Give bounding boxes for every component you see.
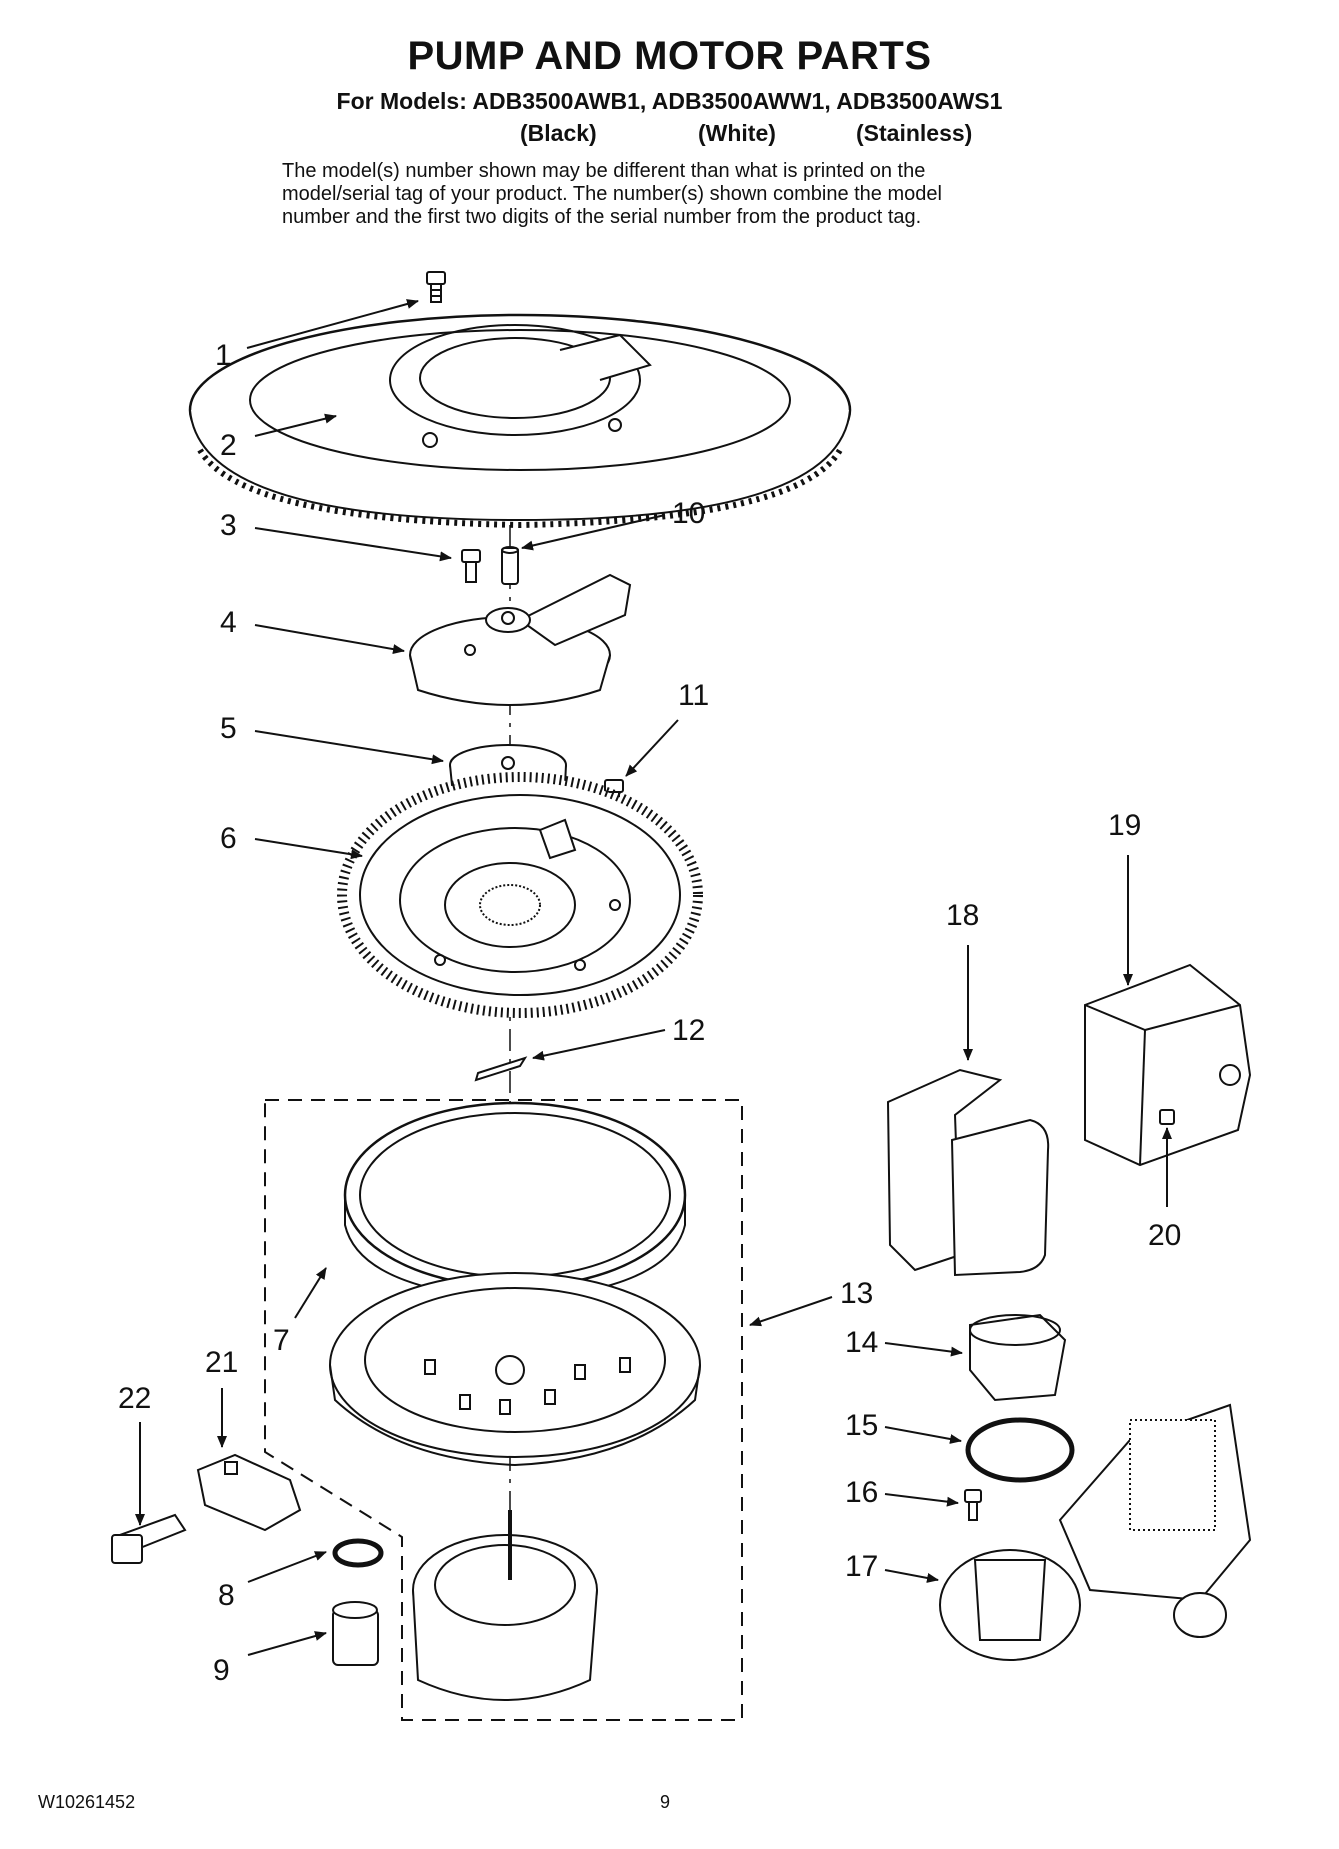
leader-7 xyxy=(294,1267,327,1319)
part-22-switch xyxy=(111,1513,187,1564)
leader-4 xyxy=(254,624,405,655)
part-2-ring xyxy=(188,313,852,529)
leader-16 xyxy=(884,1493,959,1507)
model-note: The model(s) number shown may be differe… xyxy=(282,160,1082,229)
callout-19: 19 xyxy=(1108,809,1141,842)
callout-7: 7 xyxy=(273,1324,290,1357)
motor xyxy=(412,1510,598,1701)
part-15-o-ring xyxy=(965,1417,1075,1483)
callout-4: 4 xyxy=(220,606,237,639)
note-line-3: number and the first two digits of the s… xyxy=(282,206,922,228)
part-3-screw xyxy=(461,549,481,583)
part-18-bracket xyxy=(886,1068,1050,1277)
sump-body xyxy=(329,1272,701,1467)
leader-11 xyxy=(625,719,679,777)
part-4-housing xyxy=(409,573,632,706)
page-number: 9 xyxy=(660,1792,671,1812)
callout-12: 12 xyxy=(672,1014,705,1047)
callout-21: 21 xyxy=(205,1346,238,1379)
callout-11: 11 xyxy=(678,679,709,712)
callout-1: 1 xyxy=(215,339,232,372)
variant-white: (White) xyxy=(698,120,776,146)
leader-14 xyxy=(884,1342,963,1357)
callout-10: 10 xyxy=(672,497,705,530)
leader-13 xyxy=(749,1296,833,1327)
part-1-screw xyxy=(426,271,446,303)
callout-16: 16 xyxy=(845,1476,878,1509)
part-8-o-ring xyxy=(332,1538,384,1568)
callout-22: 22 xyxy=(118,1382,151,1415)
part-7-seal-ring xyxy=(343,1101,687,1302)
part-6-finned-plate xyxy=(337,772,703,1018)
models-line: For Models: ADB3500AWB1, ADB3500AWW1, AD… xyxy=(336,88,1003,114)
callout-18: 18 xyxy=(946,899,979,932)
variant-stainless: (Stainless) xyxy=(856,120,973,146)
leader-15 xyxy=(884,1426,962,1444)
callout-15: 15 xyxy=(845,1409,878,1442)
callout-2: 2 xyxy=(220,429,237,462)
leader-17 xyxy=(884,1569,939,1583)
callout-6: 6 xyxy=(220,822,237,855)
callout-17: 17 xyxy=(845,1550,878,1583)
doc-number: W10261452 xyxy=(38,1792,136,1812)
part-14-adapter xyxy=(969,1313,1067,1402)
page-title: PUMP AND MOTOR PARTS xyxy=(407,34,932,78)
callout-20: 20 xyxy=(1148,1219,1181,1252)
callout-8: 8 xyxy=(218,1579,235,1612)
callout-9: 9 xyxy=(213,1654,230,1687)
part-21-bracket xyxy=(196,1453,302,1532)
note-line-1: The model(s) number shown may be differe… xyxy=(282,160,926,182)
leader-2 xyxy=(254,413,337,437)
leader-12 xyxy=(532,1029,666,1061)
part-19-control-box xyxy=(1084,963,1252,1167)
leader-6 xyxy=(254,838,363,860)
callout-14: 14 xyxy=(845,1326,878,1359)
leader-10 xyxy=(521,514,666,551)
note-line-2: model/serial tag of your product. The nu… xyxy=(282,183,942,205)
part-12-gasket xyxy=(474,1056,528,1082)
part-10-pin xyxy=(501,546,519,585)
callout-5: 5 xyxy=(220,712,237,745)
part-20-screw xyxy=(1159,1109,1175,1125)
leader-5 xyxy=(254,730,444,765)
callout-3: 3 xyxy=(220,509,237,542)
variant-black: (Black) xyxy=(520,120,597,146)
part-16-screw xyxy=(964,1489,982,1521)
leader-1 xyxy=(246,299,419,349)
leader-8 xyxy=(247,1551,327,1583)
leader-9 xyxy=(247,1631,327,1656)
part-9-float xyxy=(332,1601,379,1666)
part-17-drain-pump xyxy=(939,1403,1252,1661)
part-13-assembly-outline xyxy=(264,1099,743,1721)
leader-3 xyxy=(254,527,452,562)
callout-13: 13 xyxy=(840,1277,873,1310)
